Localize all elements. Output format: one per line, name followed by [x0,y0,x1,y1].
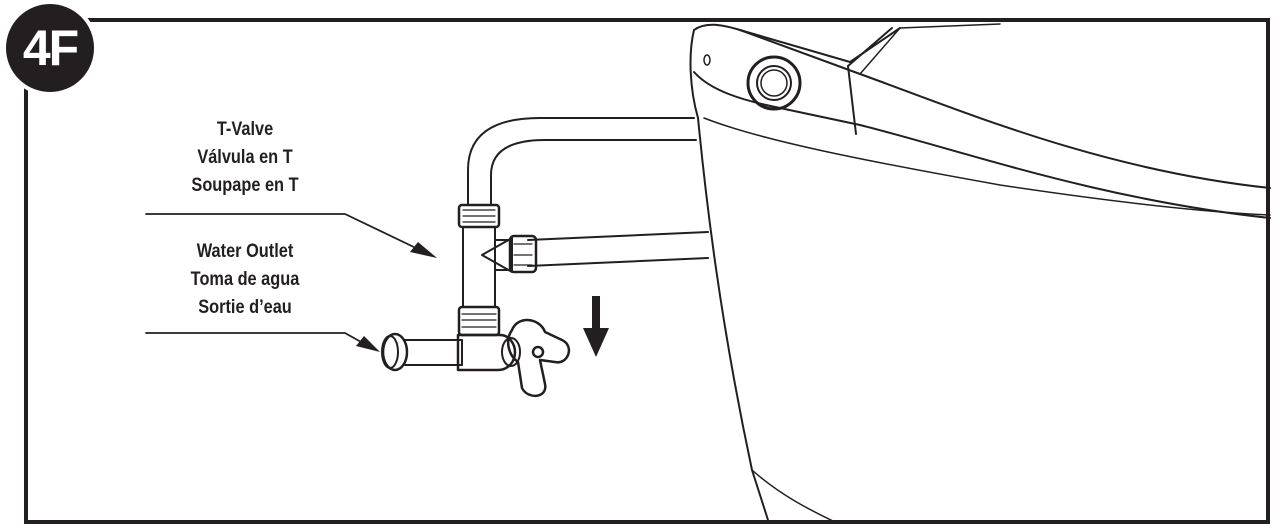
t-valve-label-es: Válvula en T [197,147,293,168]
shutoff-handle-icon [506,318,571,397]
water-outlet-icon [381,332,521,372]
supply-hose [467,117,709,267]
water-outlet-leader-line [145,332,371,348]
water-outlet-label-en: Water Outlet [196,241,294,262]
down-arrow-icon [583,296,609,357]
water-outlet-leader-arrowhead [356,336,380,352]
t-valve-label-fr: Soupape en T [191,175,299,196]
step-badge: 4F [2,0,98,96]
toilet-icon [689,23,1271,523]
water-outlet-label-es: Toma de agua [190,269,300,290]
t-valve-leader-line [145,213,421,251]
water-outlet-label-fr: Sortie d’eau [198,297,292,318]
t-valve-label-en: T-Valve [216,119,274,140]
t-valve-leader-arrowhead [410,242,437,258]
water-outlet-callout: Water Outlet Toma de agua Sortie d’eau [160,238,330,322]
t-valve-callout: T-Valve Válvula en T Soupape en T [160,116,330,200]
t-valve-icon [457,203,538,337]
diagram-frame [24,18,1270,524]
